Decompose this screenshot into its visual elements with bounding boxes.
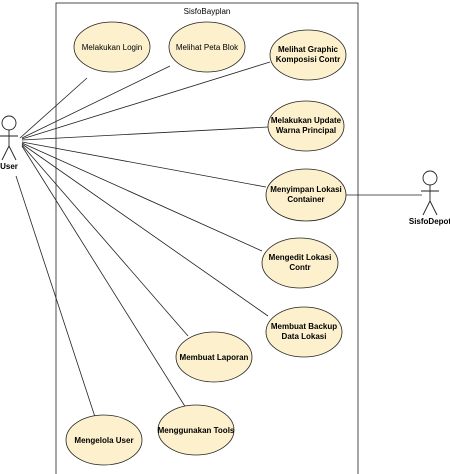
use-case-tools-label: Menggunakan Tools	[158, 426, 235, 435]
assoc-user-edit	[21, 142, 263, 252]
stick-figure-icon	[0, 115, 18, 161]
use-case-simpan: Menyimpan Lokasi Container	[265, 168, 347, 222]
assoc-user-graphic	[21, 61, 271, 140]
use-case-graphic: Melihat Graphic Komposisi Contr	[269, 29, 347, 81]
use-case-peta-label: Melihat Peta Blok	[176, 43, 239, 52]
assoc-user-update	[21, 126, 269, 141]
use-case-kelola-label: Mengelola User	[74, 436, 133, 445]
use-case-edit: Mengedit Lokasi Contr	[261, 237, 339, 289]
use-case-update-label-1: Melakukan Update	[271, 116, 342, 125]
actor-sisfodepot-label: SisfoDepot	[409, 217, 450, 226]
user-associations	[15, 61, 271, 421]
use-case-simpan-label-1: Menyimpan Lokasi	[270, 185, 342, 194]
use-case-graphic-label-1: Melihat Graphic	[278, 45, 339, 54]
use-case-update: Melakukan Update Warna Principal	[267, 100, 345, 152]
assoc-user-login	[19, 77, 88, 139]
actor-sisfodepot: SisfoDepot	[409, 170, 450, 226]
stick-figure-icon	[421, 170, 439, 216]
use-case-kelola: Mengelola User	[65, 414, 143, 466]
use-case-edit-label-1: Mengedit Lokasi	[269, 253, 332, 262]
use-case-simpan-label-2: Container	[287, 195, 324, 204]
use-case-peta: Melihat Peta Blok	[168, 21, 246, 73]
use-case-login: Melakukan Login	[73, 21, 151, 73]
use-case-tools: Menggunakan Tools	[157, 404, 235, 456]
system-title: SisfoBayplan	[184, 7, 231, 16]
actor-user-label: User	[0, 162, 18, 171]
use-case-laporan: Membuat Laporan	[175, 331, 253, 383]
assoc-user-tools	[21, 145, 187, 409]
assoc-user-backup	[21, 143, 269, 317]
use-case-backup-label-2: Data Lokasi	[282, 332, 327, 341]
actor-user: User	[0, 115, 18, 171]
use-case-edit-label-2: Contr	[289, 263, 310, 272]
assoc-user-kelola	[15, 175, 97, 421]
use-case-login-label: Melakukan Login	[82, 43, 142, 52]
use-case-backup-label-1: Membuat Backup	[271, 322, 337, 331]
use-case-graphic-label-2: Komposisi Contr	[276, 55, 340, 64]
assoc-user-simpan	[21, 141, 267, 188]
use-case-backup: Membuat Backup Data Lokasi	[265, 306, 343, 358]
use-case-update-label-2: Warna Principal	[276, 126, 336, 135]
use-case-laporan-label: Membuat Laporan	[180, 353, 249, 362]
assoc-user-peta	[21, 65, 171, 139]
assoc-user-laporan	[21, 144, 189, 337]
